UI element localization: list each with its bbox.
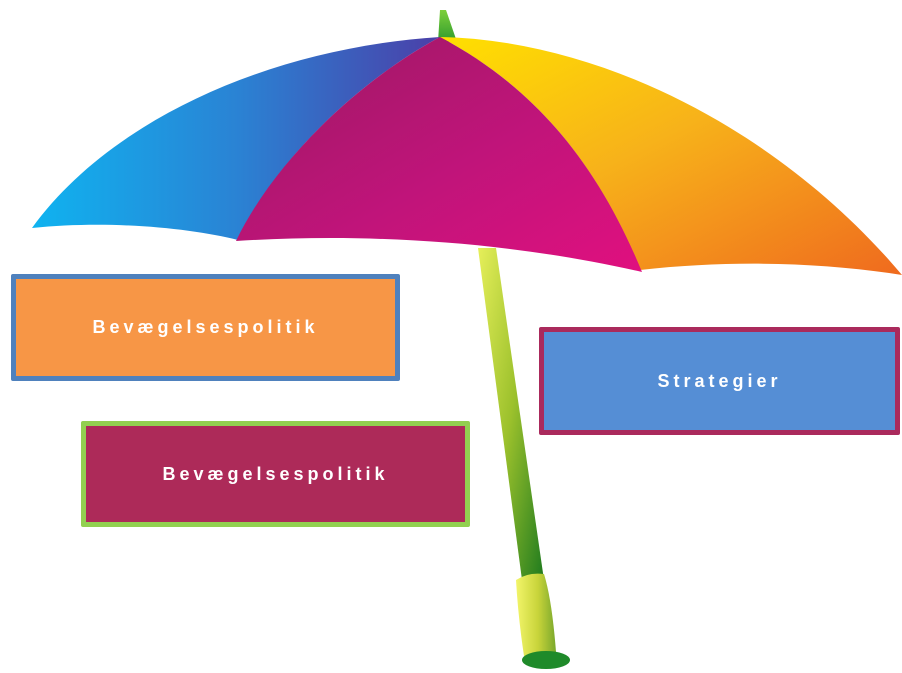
umbrella-shaft	[478, 248, 544, 580]
umbrella-handle	[516, 573, 556, 660]
umbrella-canopy-right	[440, 37, 902, 275]
policy-box-orange-label: Bevægelsespolitik	[92, 317, 319, 337]
umbrella-top-tip	[438, 10, 457, 42]
umbrella-canopy-center	[236, 37, 642, 272]
umbrella-handle-end	[522, 651, 570, 669]
policy-box-orange: Bevægelsespolitik	[11, 274, 400, 381]
strategy-box-blue: Strategier	[539, 327, 900, 435]
policy-box-maroon-label: Bevægelsespolitik	[162, 463, 389, 484]
strategy-box-blue-label: Strategier	[657, 370, 782, 391]
policy-box-maroon: Bevægelsespolitik	[81, 421, 470, 527]
umbrella-canopy-left	[32, 37, 440, 240]
